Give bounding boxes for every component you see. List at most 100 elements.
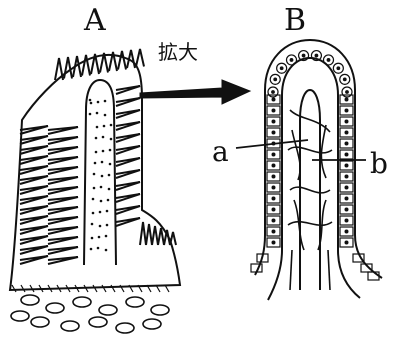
fold-mark [20,126,48,134]
nucleus [345,109,348,112]
core-dot [96,112,99,115]
fold-mark [20,236,48,244]
gland-oval [11,311,29,321]
core-dot [104,114,107,117]
core-dot [99,211,102,214]
core-dot [107,199,110,202]
nucleus [345,131,348,134]
intestinal-wall-outline [10,55,180,290]
core-dot [105,235,108,238]
panel-a-intestinal-wall [10,49,180,333]
panel-b-enlarged-villus [236,40,382,300]
nucleus [345,208,348,211]
hatch-mark [102,285,106,292]
gland-oval [116,323,134,333]
fold-mark [48,187,78,194]
core-dot [89,113,92,116]
nucleus [327,59,330,62]
fold-mark [20,206,48,214]
hatch-mark [12,285,16,292]
core-dot [95,151,98,154]
nucleus [345,153,348,156]
fold-mark [48,177,78,184]
nucleus [280,67,283,70]
fold-mark [116,170,140,178]
fold-mark [170,232,176,245]
core-dot [89,99,92,102]
villus-inner-outline [268,58,360,300]
enlarge-label: 拡大 [158,42,198,62]
part-b-label: b [370,150,388,178]
nucleus [290,59,293,62]
fold-mark [20,156,48,164]
core-dot [96,126,99,129]
core-dot [108,174,111,177]
nucleus [345,197,348,200]
fold-mark [116,122,140,130]
fold-mark [116,98,140,106]
nucleus [272,91,275,94]
nucleus [272,208,275,211]
nucleus [272,175,275,178]
fold-mark [48,217,78,224]
nucleus [302,54,305,57]
panel-b-label: B [284,6,306,36]
fold-mark [20,136,48,144]
fold-mark [127,50,135,68]
core-dot [90,102,93,105]
core-dot [100,200,103,203]
fold-mark [116,182,140,190]
nucleus [272,197,275,200]
part-a-label: a [212,138,229,166]
nucleus [345,175,348,178]
nucleus [272,164,275,167]
fold-mark [20,186,48,194]
nucleus [345,164,348,167]
fold-mark [152,226,158,245]
fold-mark [48,227,78,234]
nucleus [272,230,275,233]
fold-mark [20,226,48,234]
fold-mark [116,110,140,118]
nucleus [272,153,275,156]
fold-mark [48,157,78,164]
core-dot [108,188,111,191]
hatch-mark [21,285,25,292]
nucleus [272,219,275,222]
nucleus [345,142,348,145]
core-dot [98,236,101,239]
core-dot [103,125,106,128]
core-dot [109,149,112,152]
fold-mark [146,224,152,245]
gland-oval [46,303,64,313]
fold-mark [48,127,78,134]
fold-mark [20,256,48,264]
nucleus [345,241,348,244]
core-dot [99,225,102,228]
gland-oval [21,295,39,305]
core-dot [93,173,96,176]
core-dot [97,101,100,104]
nucleus [272,120,275,123]
nucleus [345,186,348,189]
fold-mark [64,57,72,79]
core-dot [106,210,109,213]
nucleus [345,230,348,233]
core-dot [92,198,95,201]
fold-mark [48,167,78,174]
fold-mark [48,147,78,154]
fold-mark [118,51,126,70]
nucleus [345,98,348,101]
fold-mark [20,176,48,184]
nucleus [345,120,348,123]
nucleus [343,78,346,81]
panel-a-label: A [84,6,106,36]
capillary-network [288,110,332,290]
fold-mark [116,146,140,154]
core-dot [102,136,105,139]
nucleus [274,78,277,81]
core-dot [91,237,94,240]
nucleus [345,219,348,222]
core-dot [101,161,104,164]
fold-mark [158,228,164,245]
